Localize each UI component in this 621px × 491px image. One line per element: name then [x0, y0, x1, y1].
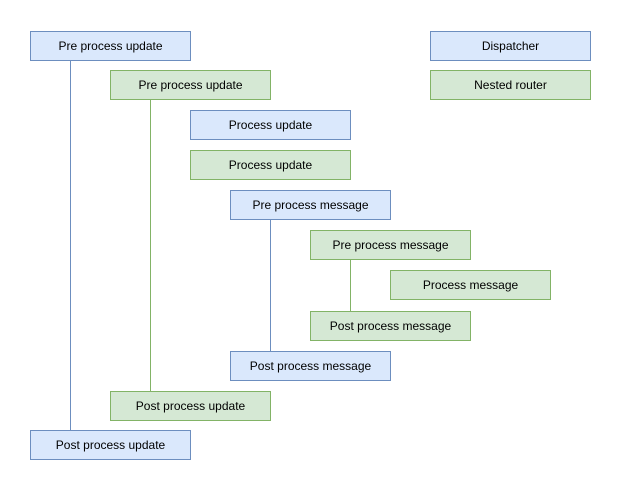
- node-pre-process-update: Pre process update: [110, 70, 271, 100]
- legend-nested-router: Nested router: [430, 70, 591, 100]
- node-post-process-update: Post process update: [30, 430, 191, 460]
- node-process-message: Process message: [390, 270, 551, 300]
- node-post-process-message: Post process message: [230, 351, 391, 381]
- node-pre-process-message: Pre process message: [230, 190, 391, 220]
- node-process-update: Process update: [190, 150, 351, 180]
- connector-line-router: [150, 100, 151, 391]
- node-pre-process-message: Pre process message: [310, 230, 471, 260]
- connector-line-dispatcher: [270, 220, 271, 351]
- node-post-process-message: Post process message: [310, 311, 471, 341]
- node-process-update: Process update: [190, 110, 351, 140]
- legend-dispatcher: Dispatcher: [430, 31, 591, 61]
- node-post-process-update: Post process update: [110, 391, 271, 421]
- node-pre-process-update: Pre process update: [30, 31, 191, 61]
- connector-line-router: [350, 260, 351, 311]
- connector-line-dispatcher: [70, 61, 71, 430]
